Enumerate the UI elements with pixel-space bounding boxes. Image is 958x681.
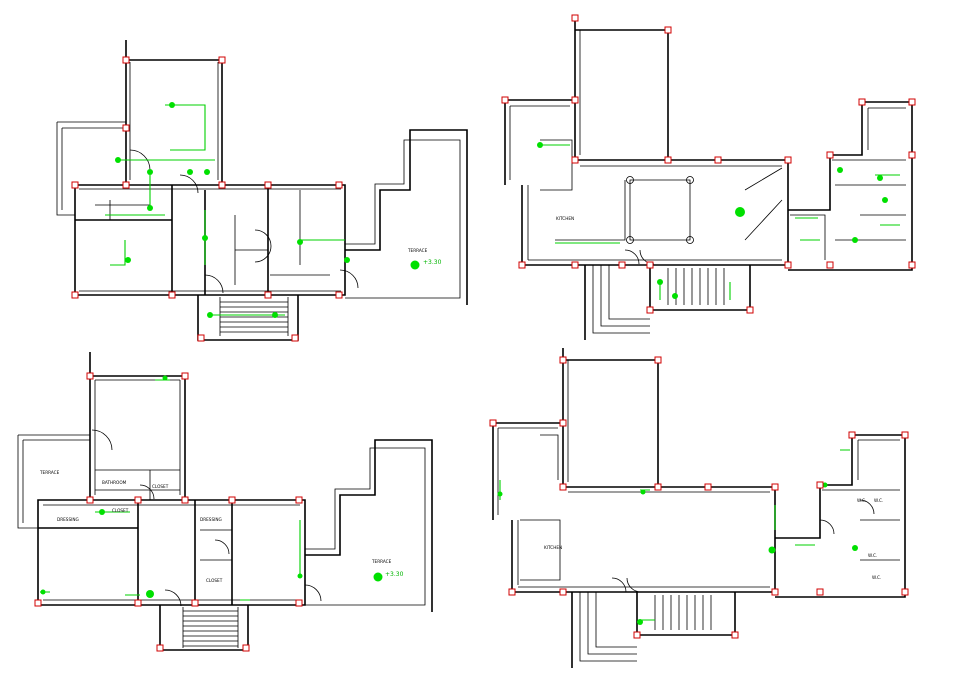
dressing-label-bl: DRESSING (57, 517, 79, 522)
terrace-label-tl: TERRACE (407, 248, 428, 253)
wc1-label-br: W.C. (857, 498, 866, 503)
plan-top-left: TERRACE +3.30 (56, 40, 468, 342)
terrace-label-bl-right: TERRACE (371, 559, 392, 564)
wc3-label-br: W.C. (868, 553, 877, 558)
terrace-label-bl-top: TERRACE (39, 470, 60, 475)
plan-bottom-right: KITCHEN W.C. W.C. W.C. W.C. (489, 348, 909, 668)
plan-bottom-left: TERRACE BATHROOM CLOSET DRESSING CLOSET … (17, 352, 433, 652)
kitchen-label-tr: KITCHEN (556, 216, 574, 221)
level-label-tl: +3.30 (423, 259, 442, 266)
level-label-bl: +3.30 (385, 571, 404, 578)
bathroom-label-bl: BATHROOM (102, 480, 127, 485)
closet2-label-bl: CLOSET (112, 508, 129, 513)
closet-label-bl: CLOSET (152, 484, 169, 489)
dressing2-label-bl: DRESSING (200, 517, 222, 522)
wc2-label-br: W.C. (874, 498, 883, 503)
kitchen-label-br: KITCHEN (544, 545, 562, 550)
plan-top-right: KITCHEN (501, 14, 916, 340)
wc4-label-br: W.C. (872, 575, 881, 580)
closet3-label-bl: CLOSET (206, 578, 223, 583)
